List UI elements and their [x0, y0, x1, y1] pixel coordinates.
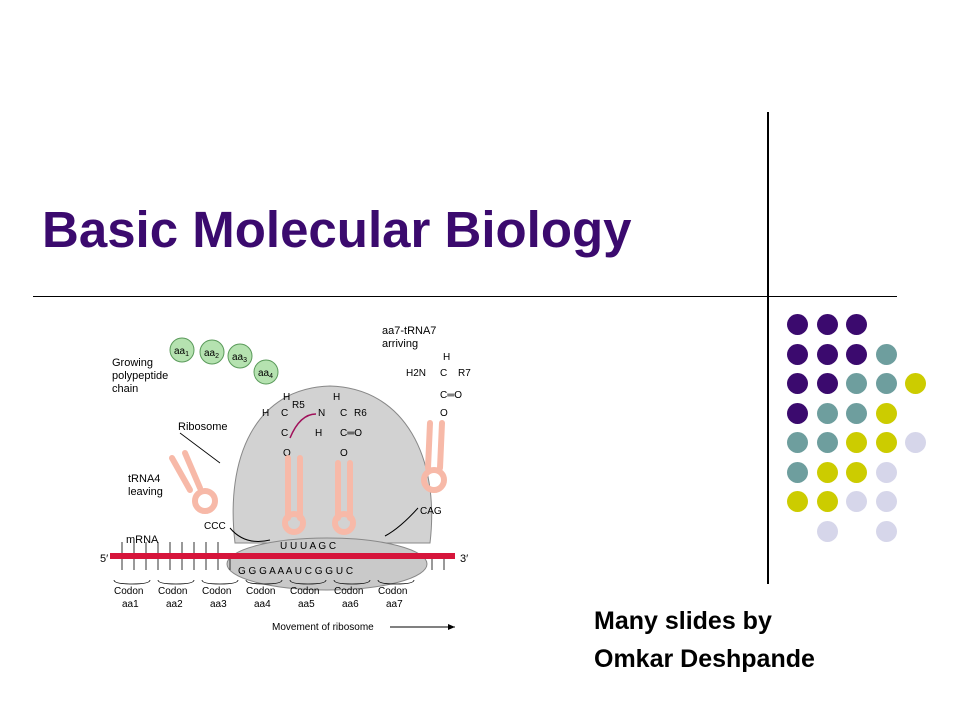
- decorative-dot: [816, 520, 838, 542]
- decorative-dot: [846, 373, 867, 394]
- mrna-ticks: [121, 542, 445, 570]
- decorative-dot: [875, 432, 897, 453]
- decorative-dot: [787, 461, 808, 483]
- svg-text:C═O: C═O: [340, 428, 362, 439]
- anticodon-left: CCC: [204, 521, 226, 532]
- svg-text:C: C: [440, 368, 447, 379]
- five-prime-label: 5′: [100, 553, 108, 565]
- arriving-label-1: aa7-tRNA7: [382, 325, 436, 337]
- decorative-dot: [816, 314, 838, 335]
- svg-text:C: C: [340, 408, 347, 419]
- svg-text:Codon: Codon: [114, 586, 143, 597]
- decorative-dot: [787, 373, 808, 394]
- movement-label: Movement of ribosome: [272, 622, 374, 633]
- svg-text:O: O: [440, 408, 448, 419]
- svg-text:Codon: Codon: [378, 586, 407, 597]
- svg-text:aa5: aa5: [298, 599, 315, 610]
- ribosome-large-subunit: [232, 385, 433, 544]
- svg-text:aa2: aa2: [166, 599, 183, 610]
- decorative-dot: [905, 432, 926, 453]
- aa3-label: aa3: [232, 352, 247, 364]
- decorative-dot: [875, 520, 897, 542]
- svg-text:Codon: Codon: [290, 586, 319, 597]
- decorative-dot: [875, 402, 897, 424]
- mrna-label: mRNA: [126, 534, 159, 546]
- decorative-dot: [816, 373, 838, 394]
- leaving-label-2: leaving: [128, 486, 163, 498]
- ribosome-label: Ribosome: [178, 421, 228, 433]
- decorative-dot: [846, 402, 867, 424]
- decorative-dot: [846, 491, 867, 512]
- codon-row: Codon Codon Codon Codon Codon Codon Codo…: [114, 586, 407, 610]
- growing-polypeptide-chain: [169, 337, 279, 385]
- svg-text:aa6: aa6: [342, 599, 359, 610]
- decorative-dot: [875, 461, 897, 483]
- slide-title: Basic Molecular Biology: [42, 201, 632, 258]
- horizontal-divider-line: [33, 296, 897, 297]
- svg-text:H: H: [443, 352, 450, 363]
- svg-text:C═O: C═O: [440, 390, 462, 401]
- svg-text:Codon: Codon: [334, 586, 363, 597]
- credit-text: Many slides by Omkar Deshpande: [594, 602, 815, 678]
- svg-text:Codon: Codon: [158, 586, 187, 597]
- mrna-strand: [110, 553, 455, 559]
- aa2-label: aa2: [204, 348, 219, 360]
- decorative-dot: [875, 491, 897, 512]
- translation-diagram: aa1 aa2 aa3 aa4 Growing polypeptide chai…: [100, 325, 471, 633]
- growing-chain-label-2: polypeptide: [112, 370, 168, 382]
- svg-text:O: O: [283, 448, 291, 459]
- decorative-dot: [816, 432, 838, 453]
- svg-text:aa4: aa4: [254, 599, 271, 610]
- trna-molecules: [169, 420, 447, 535]
- svg-text:R5: R5: [292, 400, 305, 411]
- decorative-dot: [816, 343, 838, 365]
- decorative-dot: [905, 373, 926, 394]
- svg-text:N: N: [318, 408, 325, 419]
- decorative-dot: [787, 432, 808, 453]
- vertical-divider-line: [767, 112, 769, 584]
- decorative-dot: [875, 343, 897, 365]
- decorative-dot: [846, 314, 867, 335]
- decorative-dot: [846, 343, 867, 365]
- svg-text:H: H: [315, 428, 322, 439]
- aa4-label: aa4: [258, 368, 273, 380]
- decorative-dot: [816, 491, 838, 512]
- decorative-dot: [816, 461, 838, 483]
- decorative-dot: [846, 432, 867, 453]
- svg-text:O: O: [340, 448, 348, 459]
- decorative-dot: [787, 314, 808, 335]
- svg-text:H2N: H2N: [406, 368, 426, 379]
- ribosome-small-subunit: [226, 537, 428, 591]
- svg-text:H: H: [333, 392, 340, 403]
- svg-text:R7: R7: [458, 368, 471, 379]
- decorative-dot: [787, 491, 808, 512]
- peptide-chemistry: H H H C N C R5 R6 H C═O C O O H H2N C R7…: [262, 352, 471, 459]
- svg-text:Codon: Codon: [246, 586, 275, 597]
- svg-text:H: H: [283, 392, 290, 403]
- svg-text:H: H: [262, 408, 269, 419]
- upper-codons: U U U A G C: [280, 541, 336, 552]
- decorative-dot: [846, 461, 867, 483]
- credit-line-1: Many slides by: [594, 607, 772, 635]
- decorative-dot: [816, 402, 838, 424]
- lower-bases: G G G A A A U C G G U C: [238, 566, 353, 577]
- leaving-label-1: tRNA4: [128, 473, 160, 485]
- svg-text:C: C: [281, 408, 288, 419]
- decorative-dot: [787, 343, 808, 365]
- svg-text:aa1: aa1: [122, 599, 139, 610]
- anticodon-right: CAG: [420, 506, 442, 517]
- svg-text:aa7: aa7: [386, 599, 403, 610]
- svg-text:Codon: Codon: [202, 586, 231, 597]
- svg-text:R6: R6: [354, 408, 367, 419]
- aa1-label: aa1: [174, 346, 189, 358]
- decorative-dot: [787, 402, 808, 424]
- credit-line-2: Omkar Deshpande: [594, 645, 815, 673]
- decorative-dot: [875, 373, 897, 394]
- three-prime-label: 3′: [460, 553, 468, 565]
- growing-chain-label-1: Growing: [112, 357, 153, 369]
- growing-chain-label-3: chain: [112, 383, 138, 395]
- svg-text:aa3: aa3: [210, 599, 227, 610]
- svg-text:C: C: [281, 428, 288, 439]
- arriving-label-2: arriving: [382, 338, 418, 350]
